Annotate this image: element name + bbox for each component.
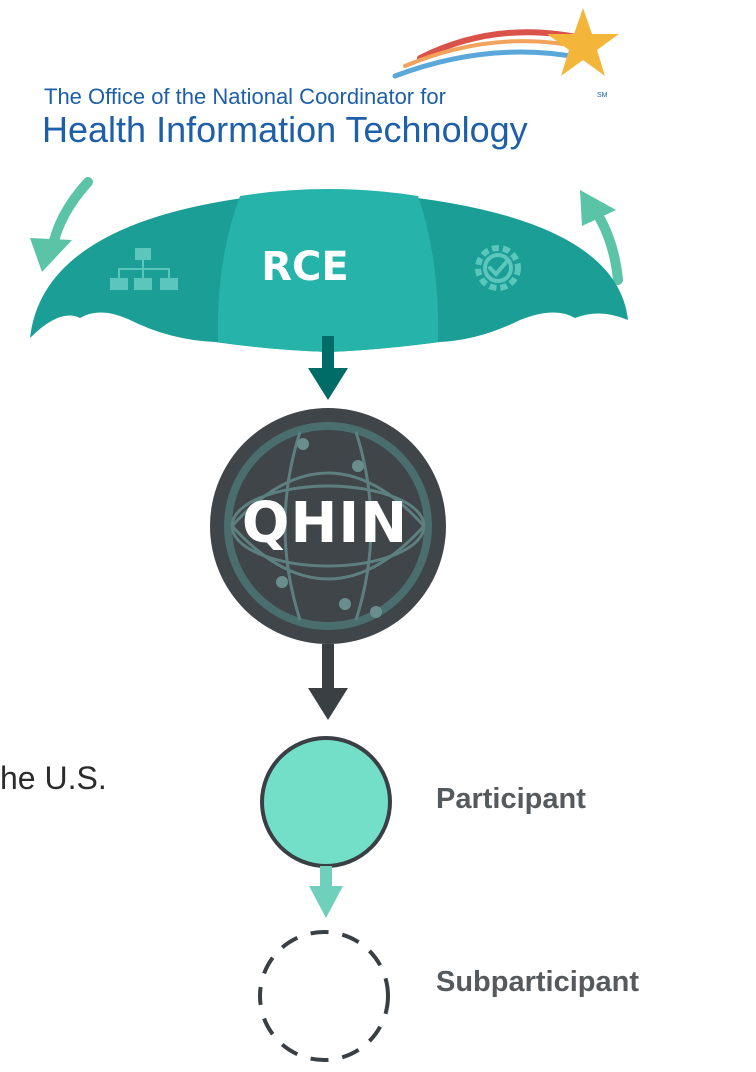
org-chart-icon xyxy=(110,248,178,290)
umbrella-center-panel xyxy=(217,189,439,352)
curved-arrow-left-head xyxy=(30,238,72,272)
logo-swoosh-blue xyxy=(392,49,585,79)
globe-network-icon xyxy=(230,431,426,621)
curved-arrow-right-head xyxy=(580,190,616,226)
subparticipant-node xyxy=(258,930,390,1062)
participant-label: Participant xyxy=(436,783,586,815)
arrow-qhin-to-participant-shaft xyxy=(322,644,334,692)
arrow-participant-to-sub-shaft xyxy=(320,866,332,890)
logo-title-line2: Health Information Technology xyxy=(42,109,528,150)
network-nodes xyxy=(276,438,382,618)
qhin-node xyxy=(210,408,446,644)
onc-logo-graphic xyxy=(392,8,619,79)
star-icon xyxy=(547,8,619,76)
qhin-label: QHIN xyxy=(241,491,409,556)
qhin-core xyxy=(232,430,424,622)
logo-service-mark: SM xyxy=(597,92,608,99)
arrow-participant-to-sub-head xyxy=(309,886,343,918)
rce-label: RCE xyxy=(261,244,349,290)
subparticipant-label: Subparticipant xyxy=(436,966,640,998)
logo-title-line1: The Office of the National Coordinator f… xyxy=(44,84,446,109)
gear-check-icon xyxy=(475,245,521,291)
rce-umbrella xyxy=(30,189,628,352)
participant-node xyxy=(260,736,392,868)
arrow-qhin-to-participant-head xyxy=(308,688,348,720)
side-text-fragment: he U.S. xyxy=(0,760,107,796)
arrow-rce-to-qhin-head xyxy=(308,368,348,400)
arrow-rce-to-qhin-shaft xyxy=(322,336,334,372)
